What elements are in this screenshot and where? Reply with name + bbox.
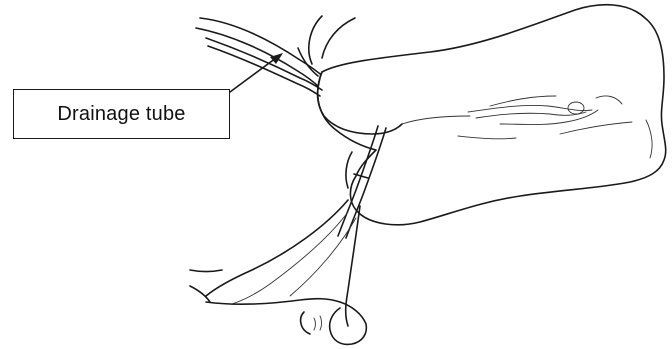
callout-arrowhead (270, 53, 283, 64)
fingertip-nail (301, 312, 310, 334)
finger-curl-1 (309, 16, 322, 64)
fold-line-1 (232, 212, 348, 304)
callout-label: Drainage tube (57, 103, 185, 126)
lower-finger-left (206, 200, 348, 296)
hand-body (318, 5, 666, 225)
drainage-tube-upper-left (206, 38, 322, 90)
drainage-tube-callout: Drainage tube (13, 89, 230, 139)
lower-hand-bottom (206, 299, 340, 304)
holding-finger-outline (346, 152, 352, 188)
upper-finger-line-1 (200, 18, 325, 78)
fold-line-2 (290, 218, 356, 296)
knuckle-lines (314, 316, 322, 330)
finger-curl-2 (322, 18, 355, 58)
finger-curl-3 (298, 48, 318, 76)
lower-hand-outline (190, 270, 222, 302)
